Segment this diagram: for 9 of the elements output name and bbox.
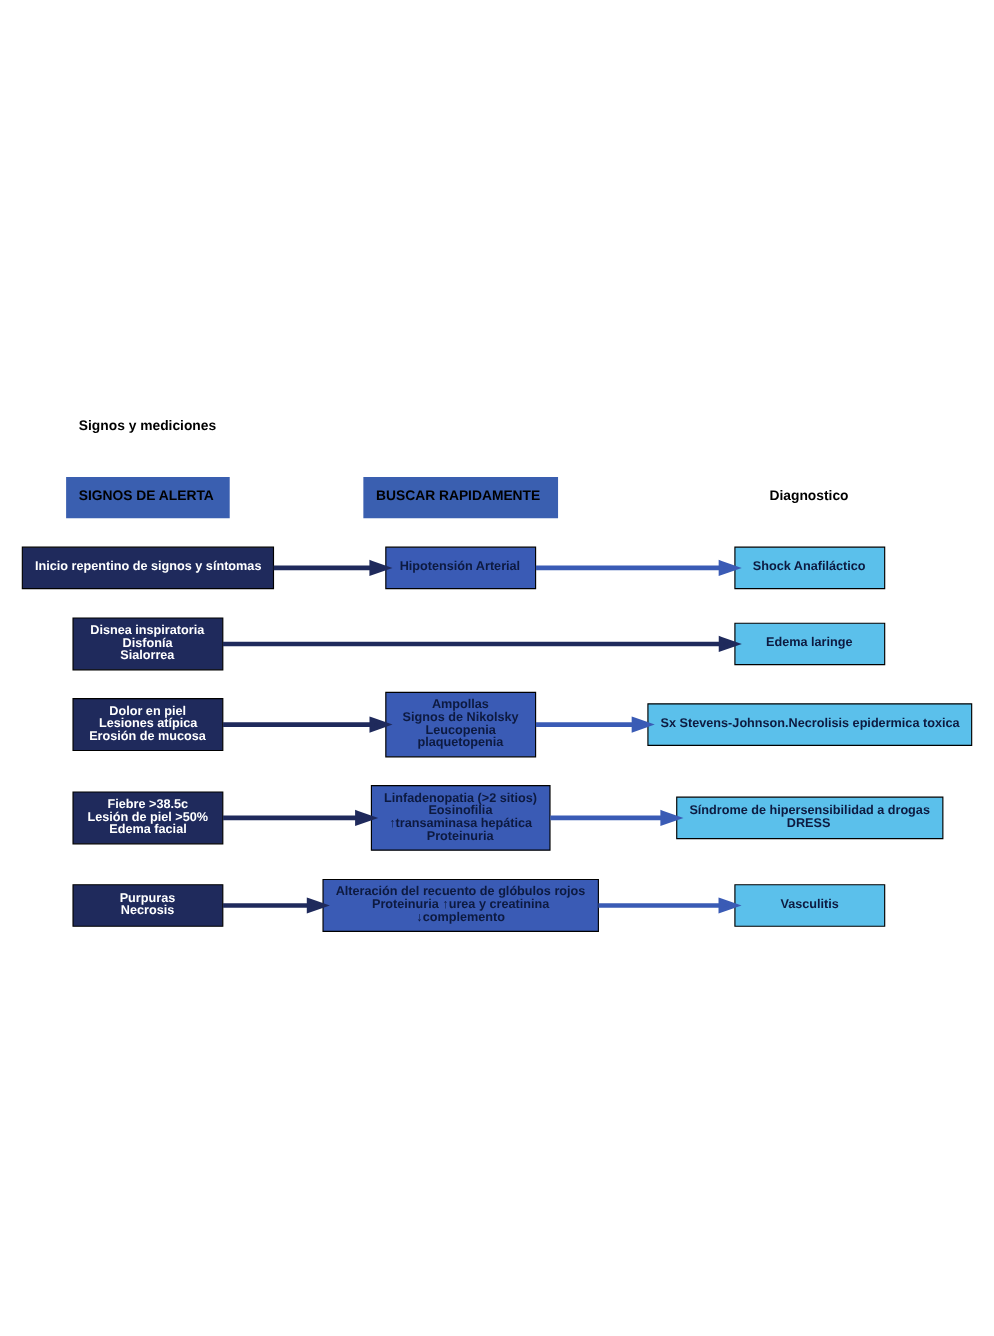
arrow [598, 896, 742, 913]
arrow [535, 558, 742, 575]
arrow [222, 634, 742, 652]
arrow [273, 558, 393, 575]
arrow [223, 808, 379, 825]
arrow [223, 896, 330, 913]
arrow [535, 715, 655, 732]
arrow [550, 808, 684, 825]
arrow [223, 715, 393, 732]
